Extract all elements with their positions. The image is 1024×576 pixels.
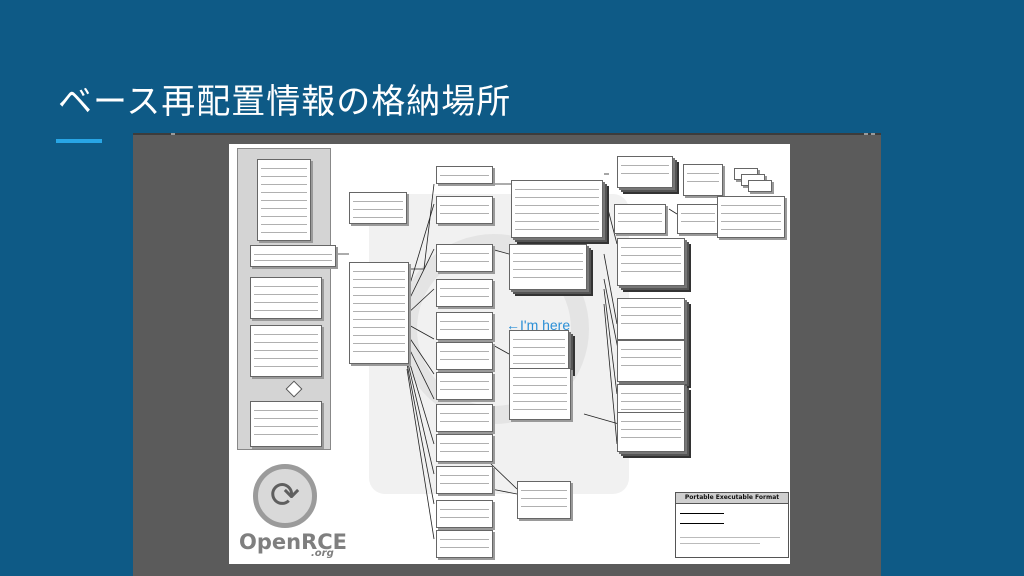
viewer-toolbar-icon [871,133,875,135]
struct-box [250,401,322,447]
struct-box [517,481,571,519]
viewer-toolbar-icon [864,133,868,135]
data-directory-box [436,166,493,184]
legend-note [680,537,780,538]
accent-bar [56,139,102,143]
dos-header-panel [237,148,336,450]
base-relocation-box [509,330,569,370]
refresh-arrows-icon: ⟳ [269,475,301,516]
legend-note [680,543,760,544]
struct-box [257,159,311,241]
viewer-toolbar-icon [171,133,175,135]
struct-box [617,238,685,286]
data-directory-box [436,372,493,400]
data-directory-box [436,312,493,340]
pe-format-diagram: ⟳ OpenRCE .org Portable Executable Forma… [229,144,790,564]
connector-lines [329,163,679,540]
struct-box [250,245,336,267]
legend-box: Portable Executable Format [675,492,789,558]
struct-box [617,340,685,382]
data-directory-box [436,196,493,224]
data-directory-box [436,500,493,528]
struct-box [617,298,685,340]
logo-suffix: .org [311,548,334,559]
import-directory-box [511,180,603,238]
decision-diamond [285,380,303,398]
struct-box [677,204,719,234]
struct-box [717,196,785,238]
legend-line-arrow [680,523,724,524]
data-directory-box [436,279,493,307]
legend-line-solid [680,513,724,514]
openrce-logo: ⟳ OpenRCE .org [237,456,347,560]
resource-directory-box [509,244,587,290]
struct-box [250,325,322,377]
struct-box [617,412,685,452]
struct-box [683,164,723,196]
viewer-toolbar [133,133,881,135]
data-directory-box [436,342,493,370]
legend-title: Portable Executable Format [676,493,788,504]
struct-box [250,277,322,319]
struct-box [349,192,407,224]
data-directory-box [436,404,493,432]
slide-title: ベース再配置情報の格納場所 [58,82,512,122]
optional-header-box [349,262,409,364]
data-directory-box [436,466,493,494]
struct-box [509,368,571,420]
logo-text: OpenRCE [239,530,348,554]
struct-box [614,204,666,234]
struct-box [748,180,772,192]
here-marker: ←I'm here [506,317,571,333]
data-directory-box [436,530,493,558]
data-directory-box [436,434,493,462]
struct-box [617,156,673,188]
data-directory-box [436,244,493,272]
